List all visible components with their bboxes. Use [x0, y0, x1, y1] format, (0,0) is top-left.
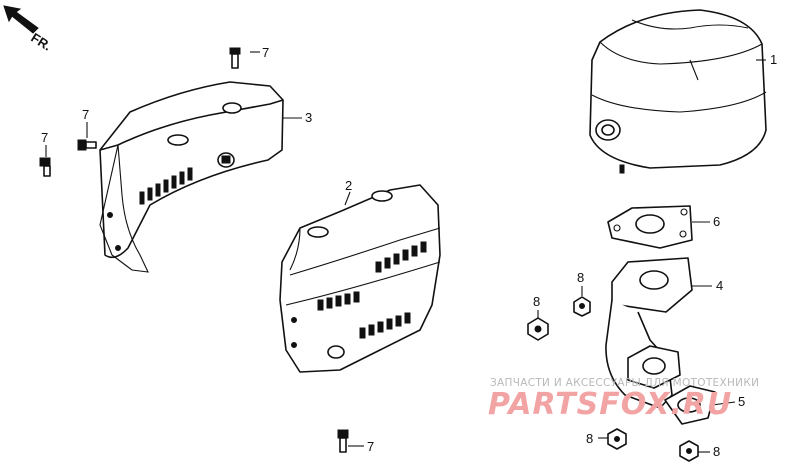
- callout-2: 2: [345, 178, 352, 193]
- callout-7-far-left: 7: [41, 130, 48, 145]
- nut-icon: [573, 296, 591, 317]
- bolt-icon: [337, 429, 349, 453]
- callout-4: 4: [716, 278, 723, 293]
- callout-7-bottom: 7: [367, 439, 374, 454]
- nut-icon: [527, 317, 549, 341]
- leader-lines: [45, 51, 766, 453]
- callout-7-left: 7: [82, 107, 89, 122]
- front-label: FR.: [28, 30, 54, 54]
- exhaust-gasket: [607, 205, 693, 249]
- muffler: [589, 9, 767, 174]
- front-direction-arrow-icon: [3, 5, 39, 34]
- callout-8-bottom-left: 8: [586, 431, 593, 446]
- callout-1: 1: [770, 52, 777, 67]
- watermark-tagline: ЗАПЧАСТИ И АКСЕССУАРЫ ДЛЯ МОТОТЕХНИКИ: [490, 377, 759, 389]
- callout-6: 6: [713, 214, 720, 229]
- exhaust-pipe: [605, 257, 693, 409]
- callout-5: 5: [738, 394, 745, 409]
- nut-icon: [607, 428, 627, 450]
- bolt-icon: [39, 157, 51, 177]
- front-heat-shield: [279, 184, 441, 373]
- rear-heat-shield: [99, 81, 284, 273]
- bolt-icon: [77, 139, 97, 151]
- callout-8-bottom-right: 8: [713, 444, 720, 459]
- nut-icon: [679, 440, 699, 462]
- watermark-brand: PARTSFOX.RU: [488, 387, 732, 422]
- callout-8-left: 8: [533, 294, 540, 309]
- callout-8-mid: 8: [577, 270, 584, 285]
- callout-7-top: 7: [262, 45, 269, 60]
- callout-3: 3: [305, 110, 312, 125]
- small-gasket: [664, 385, 716, 425]
- bolt-icon: [229, 47, 241, 69]
